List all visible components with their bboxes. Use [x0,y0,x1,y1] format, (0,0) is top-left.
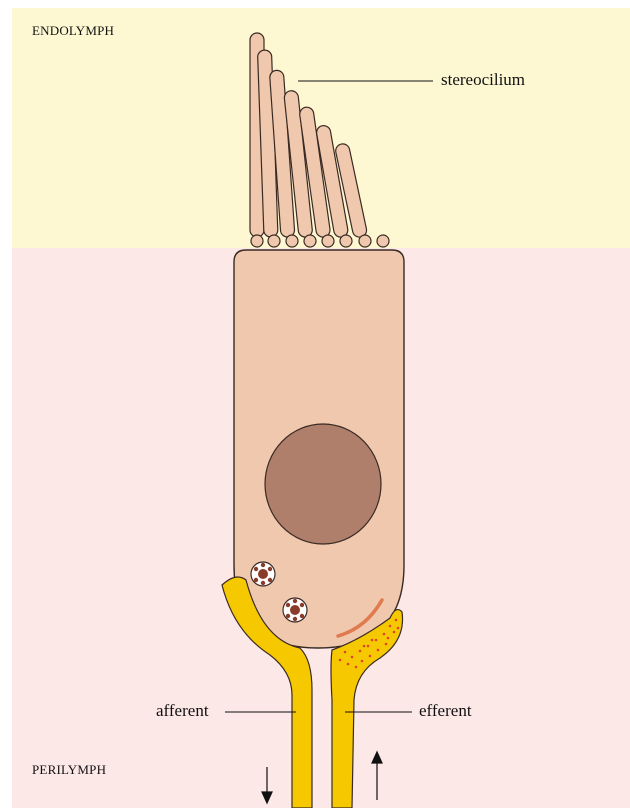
nucleus [265,424,381,544]
perilymph-label: PERILYMPH [32,762,106,778]
stereocilium-label: stereocilium [441,70,525,90]
efferent-label: efferent [419,701,472,721]
synaptic-body-1 [251,562,275,586]
endolymph-label: ENDOLYMPH [32,23,114,39]
synaptic-body-2 [283,598,307,622]
afferent-label: afferent [156,701,209,721]
